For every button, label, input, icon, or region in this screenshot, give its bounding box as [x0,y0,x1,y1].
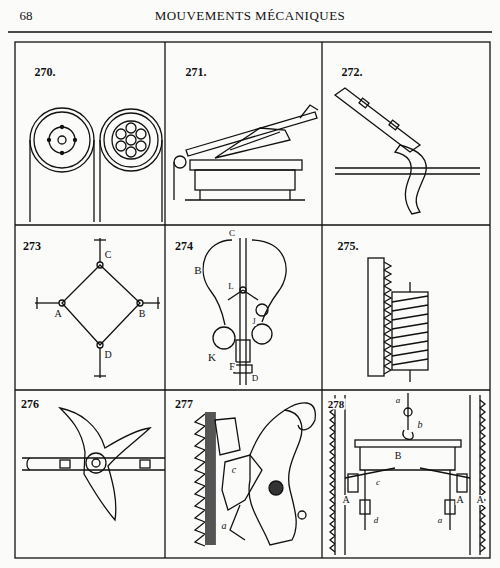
part-letter: C [104,250,113,260]
figure-number: 278 [327,399,346,410]
inclined-cam [335,88,480,214]
grid-lines [8,32,492,558]
part-letter: a [221,521,228,531]
part-letter: F [228,362,236,372]
part-letter: a [395,396,402,405]
part-letter: d [373,516,380,525]
part-letter: L [227,282,235,291]
part-letter: c [375,478,381,487]
figure-number: 273 [22,240,42,252]
figure-number: 274 [174,240,194,252]
three-arm-cam [22,408,165,520]
rack-worm [368,258,428,382]
figure-number: 275. [337,240,360,252]
part-letter: a [437,516,444,525]
part-letter: B [394,451,403,461]
part-letter: C [228,229,236,238]
figure-number: 276 [20,398,40,410]
figure-number: 277 [174,398,194,410]
rhombus-linkage [35,238,160,378]
figure-number: 272. [341,66,364,78]
figure-number: 271. [185,66,208,78]
lever-press [174,105,318,200]
part-letter: A [475,495,484,505]
part-letter: c [231,465,237,475]
pulleys [30,108,162,222]
figure-number: 270. [34,66,57,78]
part-letter: K [207,352,217,363]
page-header: MOUVEMENTS MÉCANIQUES [155,8,346,24]
part-letter: A [53,309,62,319]
governor [203,238,286,385]
part-letter: D [251,374,260,383]
part-letter: A [341,495,350,505]
ratchet [195,403,315,546]
part-letter: B [138,309,147,319]
frame-hook [330,393,485,555]
part-letter: A [455,495,464,505]
page-number: 68 [19,9,34,22]
part-letter: J [251,318,256,326]
part-letter: B [193,265,202,276]
part-letter: b [417,420,424,430]
part-letter: D [103,350,112,360]
